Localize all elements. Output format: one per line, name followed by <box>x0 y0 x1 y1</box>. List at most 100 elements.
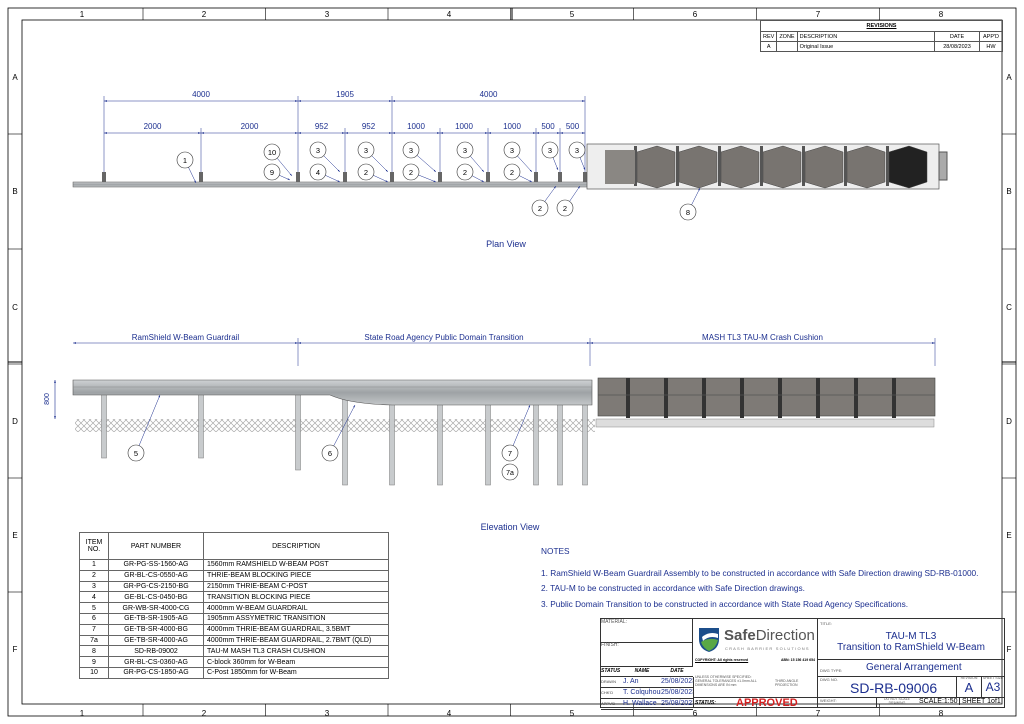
item-balloon-label: 2 <box>364 168 368 177</box>
item-balloon-label: 7 <box>508 449 512 458</box>
cushion-frame <box>778 378 782 418</box>
cushion-cartridge <box>636 145 676 189</box>
part-number-cell: GE-TB-SR-1905-AG <box>108 612 204 625</box>
zone-row-label: E <box>12 531 17 540</box>
sheet-size-value: A3 <box>985 680 1001 694</box>
item-balloon <box>503 141 521 159</box>
zone-column-label: 6 <box>693 709 698 718</box>
item-balloon <box>263 143 281 161</box>
cushion-diaphragm <box>676 146 679 186</box>
description-header: DESCRIPTION <box>203 532 389 560</box>
date-header: DATE <box>670 668 684 674</box>
item-balloon-label: 8 <box>686 208 690 217</box>
dimension-label: 1000 <box>407 122 425 131</box>
elevation-guardrail <box>72 379 593 406</box>
zone-cell <box>776 41 798 52</box>
drawing-title: TAU-M TL3 Transition to RamShield W-Beam <box>818 631 1004 653</box>
elevation-post <box>101 391 107 459</box>
zone-column-label: 3 <box>325 709 330 718</box>
signoff-name: J. An <box>623 678 639 685</box>
zone-header: ZONE <box>776 31 798 42</box>
part-number-cell: GR-PG-CS-1850-AG <box>108 666 204 679</box>
zone-column-label: 7 <box>816 10 821 19</box>
plan-guardrail <box>72 181 591 188</box>
ground-hatch <box>75 419 595 432</box>
projection-text: THIRD ANGLE PROJECTION <box>775 679 799 687</box>
dwg-no-label: DWG NO. <box>820 677 838 682</box>
description-cell: C-Post 1850mm for W-Beam <box>203 666 389 679</box>
signoff-role: CHK'D <box>601 690 614 695</box>
item-balloon-label: 2 <box>563 204 567 213</box>
zone-column-label: 1 <box>80 10 85 19</box>
part-number-cell: GR-PG-SS-1560-AG <box>108 559 204 571</box>
cushion-diaphragm <box>718 146 721 186</box>
section-label: State Road Agency Public Domain Transiti… <box>364 333 523 342</box>
date-header: DATE <box>934 31 980 42</box>
dwg-no-value: SD-RB-09006 <box>850 680 938 696</box>
zone-column-label: 2 <box>202 10 207 19</box>
note-item: 2. TAU-M to be constructed in accordance… <box>541 583 805 593</box>
section-label: MASH TL3 TAU-M Crash Cushion <box>702 333 823 342</box>
abn-text: ABN: 15 156 419 654 <box>780 658 815 662</box>
item-balloon-label: 2 <box>510 168 514 177</box>
cushion-diaphragm <box>634 146 637 186</box>
item-balloon <box>402 163 420 181</box>
height-dimension-label: 800 <box>44 393 51 405</box>
item-balloon <box>503 163 521 181</box>
dimension-label: 500 <box>566 122 580 131</box>
item-no-cell: 4 <box>79 591 109 604</box>
status-header: STATUS <box>601 668 621 674</box>
plan-post <box>296 172 300 182</box>
plan-post <box>486 172 490 182</box>
title-line-1: TAU-M TL3 <box>885 631 937 642</box>
item-no-cell: 2 <box>79 569 109 582</box>
plan-post <box>343 172 347 182</box>
status-header-row: STATUS NAME DATE <box>601 667 693 677</box>
item-balloon-label: 3 <box>409 146 413 155</box>
item-balloon-label: 4 <box>316 168 320 177</box>
item-balloon <box>679 203 697 221</box>
item-no-header: ITEM NO. <box>79 532 109 560</box>
revision-row: A Original Issue 28/08/2023 HW <box>759 41 1003 52</box>
item-balloon-label: 2 <box>409 168 413 177</box>
appd-header: APP'D <box>979 31 1003 42</box>
dwg-type-value: General Arrangement <box>866 662 962 673</box>
item-balloon-label: 1 <box>183 156 187 165</box>
item-no-cell: 6 <box>79 612 109 625</box>
description-cell: TRANSITION BLOCKING PIECE <box>203 591 389 604</box>
zone-row-label: A <box>1006 73 1012 82</box>
plan-post <box>438 172 442 182</box>
rev-header: REV <box>759 31 778 42</box>
part-number-cell: GR-BL-CS-0550-AG <box>108 569 204 582</box>
cushion-frame <box>816 378 820 418</box>
material-label: MATERIAL: <box>601 619 628 625</box>
status-cell: STATUS: APPROVED <box>693 697 818 709</box>
cushion-frame <box>702 378 706 418</box>
elevation-post <box>295 391 301 471</box>
item-no-cell: 9 <box>79 656 109 668</box>
sheet-size-label: SHEET SIZE <box>982 676 1004 680</box>
zone-row-label: E <box>1006 531 1011 540</box>
item-balloon-label: 7a <box>506 470 514 477</box>
description-cell: 4000mm THRIE-BEAM GUARDRAIL, 3.5BMT <box>203 623 389 636</box>
item-no-cell: 7a <box>79 634 109 647</box>
part-number-cell: GE-TB-SR-4000-AG <box>108 634 204 647</box>
part-number-cell: GR-PG-CS-2150-BG <box>108 580 204 593</box>
item-balloon <box>263 163 281 181</box>
revisions-title: REVISIONS <box>760 20 1003 31</box>
item-balloon <box>456 141 474 159</box>
plan-post <box>390 172 394 182</box>
do-not-scale-label: DO NOT SCALE DRAWING <box>876 697 917 707</box>
elevation-post <box>557 391 563 486</box>
